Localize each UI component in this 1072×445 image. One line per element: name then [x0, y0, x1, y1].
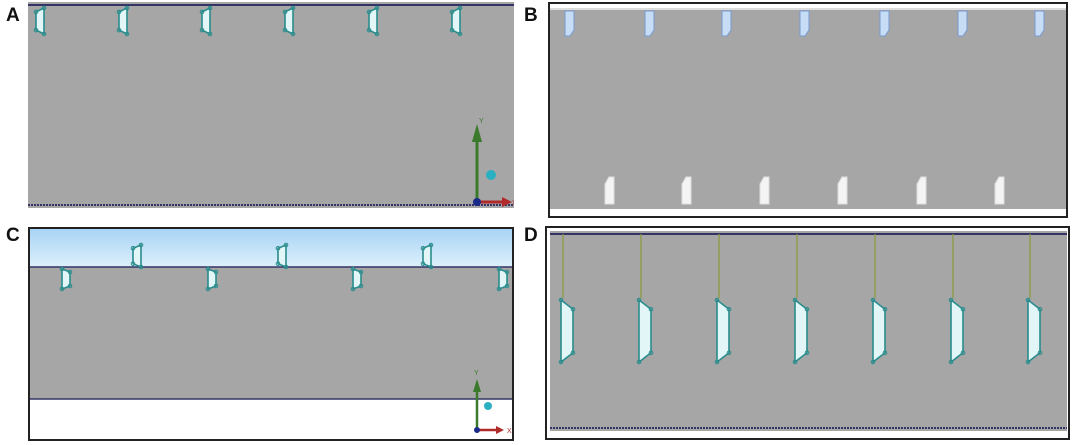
sphere-icon: [486, 170, 496, 180]
blade-b-bottom-1: [604, 176, 615, 205]
x-axis-label: X: [512, 200, 514, 207]
fluid-domain: [550, 9, 1066, 209]
x-axis-label: X: [507, 428, 512, 435]
blade-d-4: [792, 297, 810, 365]
blade-b-top-7: [1034, 10, 1045, 37]
panel-c-blades: [59, 242, 510, 292]
fluid-domain: [550, 231, 1067, 431]
panel-a-blades: [33, 5, 463, 37]
panel-a-geometry: Y X: [28, 4, 514, 207]
blade-d-6: [948, 297, 966, 365]
blade-b-bottom-6: [994, 176, 1005, 205]
panel-b-domain: [548, 2, 1068, 218]
blade-b-top-6: [957, 10, 968, 37]
blade-c-upper-3: [420, 242, 434, 270]
blade-b-top-5: [879, 10, 890, 37]
blade-a-3: [199, 5, 213, 37]
blade-a-2: [116, 5, 130, 37]
blade-c-upper-1: [130, 242, 144, 270]
panel-b-bottom-blades: [604, 176, 1005, 205]
panel-d-blades: [558, 234, 1043, 365]
blade-d-5: [870, 297, 888, 365]
panel-d-geometry: [550, 231, 1067, 431]
panel-a-domain: Y X: [28, 2, 514, 208]
blade-d-2: [636, 297, 654, 365]
blade-b-bottom-3: [759, 176, 770, 205]
blade-c-lower-2: [205, 266, 219, 292]
blade-a-4: [282, 5, 296, 37]
coordinate-axes-icon: Y X: [473, 370, 512, 435]
blade-b-top-2: [644, 10, 655, 37]
blade-c-upper-2: [275, 242, 289, 270]
blade-b-top-1: [564, 10, 575, 37]
blade-b-top-4: [799, 10, 810, 37]
blade-a-1: [33, 5, 47, 37]
blade-b-bottom-2: [681, 176, 692, 205]
panel-d-domain: [545, 226, 1070, 440]
y-axis-label: Y: [479, 118, 484, 125]
panel-c-domain: Y X: [28, 227, 514, 441]
blade-b-bottom-5: [916, 176, 927, 205]
panel-label-a: A: [6, 5, 20, 26]
sphere-icon: [484, 402, 492, 410]
y-axis-label: Y: [474, 370, 479, 377]
panel-label-d: D: [524, 225, 538, 246]
blade-d-3: [714, 297, 732, 365]
blade-b-top-3: [721, 10, 732, 37]
blade-c-lower-4: [496, 266, 510, 292]
blade-a-6: [449, 5, 463, 37]
panel-b-geometry: [550, 4, 1066, 209]
blade-d-1: [558, 297, 576, 365]
panel-b-top-blades: [564, 10, 1045, 37]
blade-c-lower-1: [59, 266, 73, 292]
water-layer: [30, 229, 512, 267]
panel-label-b: B: [524, 5, 538, 26]
panel-label-c: C: [6, 225, 20, 246]
blade-c-lower-3: [350, 266, 364, 292]
coordinate-axes-icon: Y X: [472, 118, 514, 207]
blade-b-bottom-4: [837, 176, 848, 205]
blade-a-5: [366, 5, 380, 37]
fluid-domain: [30, 267, 512, 399]
panel-c-geometry: Y X: [30, 229, 512, 435]
blade-d-7: [1025, 297, 1043, 365]
